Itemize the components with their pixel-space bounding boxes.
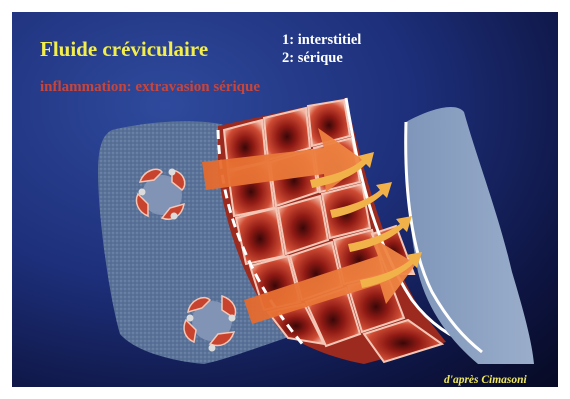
blood-vessel [136, 169, 184, 220]
source-credit: d'après Cimasoni [444, 374, 527, 386]
crevicular-fluid-diagram [12, 12, 558, 387]
legend-item-serum: 2: sérique [282, 50, 343, 67]
slide-subtitle: inflammation: extravasion sérique [40, 79, 260, 96]
diagram-slide: Fluide créviculaire 1: interstitiel 2: s… [12, 12, 558, 387]
slide-title: Fluide créviculaire [40, 37, 208, 62]
legend-item-interstitial: 1: interstitiel [282, 32, 361, 49]
